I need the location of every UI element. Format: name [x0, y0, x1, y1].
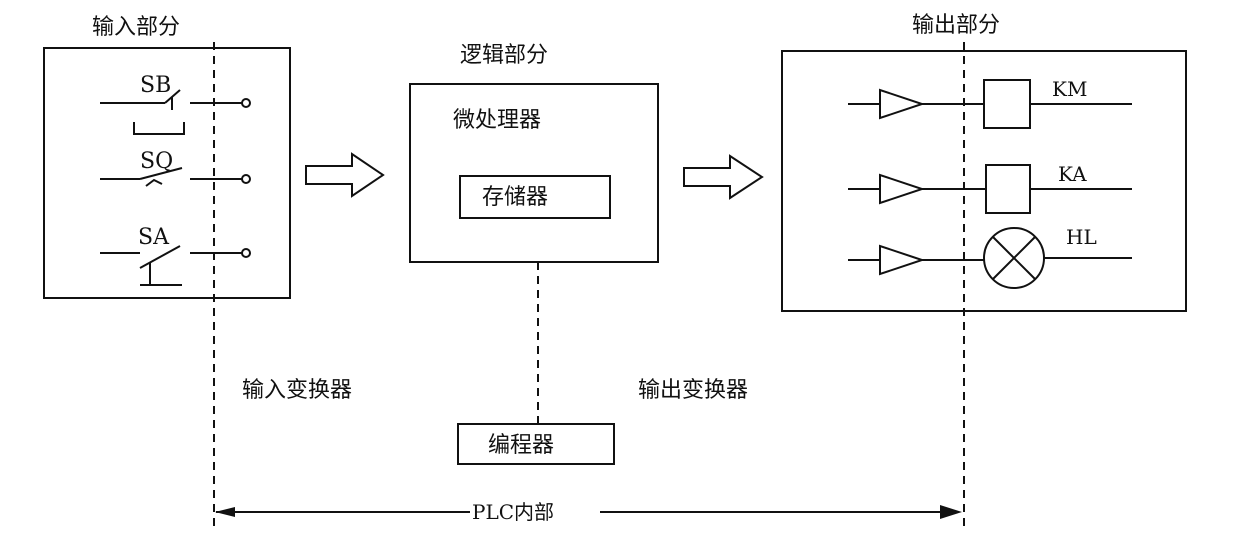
input-converter-label: 输入变换器 [242, 378, 352, 403]
input-section-box [43, 47, 291, 299]
hl-lamp-symbol [848, 227, 1132, 289]
programmer-box [457, 423, 615, 465]
memory-box [459, 175, 611, 219]
sa-selector-switch-symbol [100, 245, 251, 286]
sb-label: SB [140, 73, 171, 98]
output-converter-label: 输出变换器 [638, 378, 748, 403]
logic-to-output-arrow [683, 154, 764, 200]
output-section-title: 输出部分 [912, 13, 1000, 38]
sa-label: SA [138, 225, 170, 250]
logic-section-box [409, 83, 659, 263]
input-section-title: 输入部分 [92, 15, 180, 40]
input-to-logic-arrow [305, 152, 385, 198]
sb-pushbutton-symbol [100, 89, 251, 135]
hl-label: HL [1066, 225, 1097, 249]
km-output-symbol [848, 79, 1132, 129]
plc-span-right-arrowhead [940, 505, 962, 519]
output-section-box [781, 50, 1187, 312]
plc-internal-label: PLC内部 [472, 500, 554, 524]
logic-section-title: 逻辑部分 [460, 43, 548, 68]
sq-label: SQ [140, 149, 173, 174]
km-label: KM [1052, 77, 1087, 101]
programmer-label: 编程器 [488, 433, 554, 458]
sq-limit-switch-symbol [100, 167, 251, 187]
ka-output-symbol [848, 164, 1132, 214]
ka-label: KA [1058, 162, 1087, 186]
memory-label: 存储器 [482, 185, 548, 210]
microprocessor-label: 微处理器 [453, 108, 541, 133]
